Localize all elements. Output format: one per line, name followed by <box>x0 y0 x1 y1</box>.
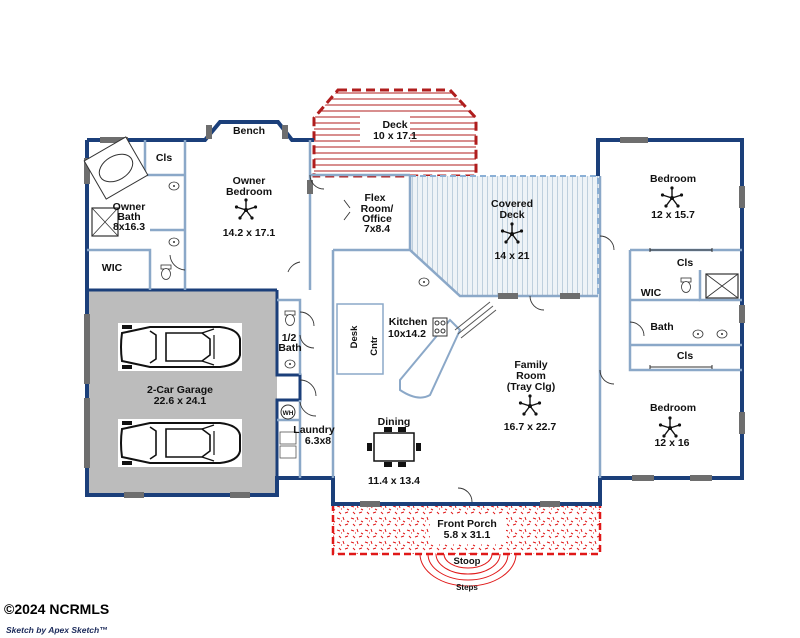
covered-deck-area <box>409 175 599 297</box>
kitchen-label: Kitchen <box>389 316 428 328</box>
sketch-credit: Sketch by Apex Sketch™ <box>6 625 108 635</box>
bench-label: Bench <box>233 125 265 137</box>
front-porch-dims: 5.8 x 31.1 <box>444 529 491 541</box>
toilet-icon <box>680 277 692 293</box>
copyright-text: ©2024 NCRMLS <box>4 601 110 617</box>
bedroom-ne-label: Bedroom <box>650 173 696 185</box>
toilet-icon <box>160 264 172 280</box>
owner-wic-label: WIC <box>102 262 123 274</box>
flex-room-dims: 7x8.4 <box>364 223 390 235</box>
covered-deck-dims: 14 x 21 <box>494 250 529 262</box>
family-room-label-3: (Tray Clg) <box>507 381 555 393</box>
dining-label: Dining <box>378 416 411 428</box>
dining-dims: 11.4 x 13.4 <box>368 475 420 487</box>
closet-label: Cls <box>677 350 694 362</box>
sink-icon <box>692 329 704 339</box>
flex-room-label-3: Office <box>362 213 392 225</box>
window-icon <box>84 125 745 507</box>
laundry-label: Laundry <box>293 424 335 436</box>
car-icon <box>117 322 243 372</box>
ceiling-fan-icon <box>660 185 684 209</box>
counter-label: Cntr <box>369 336 380 356</box>
owner-bath-label-2: Bath <box>117 211 140 223</box>
kitchen-dims: 10x14.2 <box>388 328 426 340</box>
deck-dims: 10 x 17.1 <box>373 130 417 142</box>
desk-label: Desk <box>349 325 360 348</box>
sink-icon <box>168 237 180 247</box>
ceiling-fan-icon <box>234 197 258 221</box>
laundry-dims: 6.3x8 <box>305 435 331 447</box>
flex-room-label: Flex <box>364 192 385 204</box>
family-room-dims: 16.7 x 22.7 <box>504 421 557 433</box>
interior-walls <box>87 140 742 478</box>
family-room-label-2: Room <box>516 370 546 382</box>
car-icon <box>117 418 243 468</box>
dryer-icon <box>279 445 297 459</box>
deck-label: Deck <box>382 119 407 131</box>
front-porch-label: Front Porch <box>437 518 497 530</box>
owner-bedroom-label-2: Bedroom <box>226 186 272 198</box>
stoop-steps <box>419 553 517 587</box>
water-heater-icon: WH <box>280 404 296 420</box>
garage-label: 2-Car Garage <box>147 384 213 396</box>
bedroom-se-label: Bedroom <box>650 402 696 414</box>
bath-east-label: Bath <box>650 321 673 333</box>
closet-label: Cls <box>677 257 694 269</box>
sink-icon <box>418 277 430 287</box>
toilet-icon <box>284 310 296 326</box>
flex-room-label-2: Room/ <box>361 203 394 215</box>
covered-deck-label: Covered <box>491 198 533 210</box>
owner-bath-label: Owner <box>113 201 146 213</box>
sink-icon <box>716 329 728 339</box>
hood-icon <box>454 301 497 339</box>
garage-dims: 22.6 x 24.1 <box>154 395 207 407</box>
bedroom-ne-dims: 12 x 15.7 <box>651 209 695 221</box>
half-bath-label-2: Bath <box>278 342 301 354</box>
half-bath-label: 1/2 <box>282 332 297 344</box>
ceiling-fan-icon <box>518 393 542 417</box>
range-icon <box>432 317 448 337</box>
stoop-label: Stoop <box>454 556 481 567</box>
steps-label: Steps <box>456 583 478 592</box>
tub-icon <box>83 136 149 200</box>
washer-icon <box>279 431 297 445</box>
svg-text:WH: WH <box>283 410 294 417</box>
sink-icon <box>284 359 296 369</box>
ceiling-fan-icon <box>658 415 682 439</box>
dining-table-icon <box>367 427 421 467</box>
shower-icon <box>91 207 739 299</box>
owner-bedroom-label: Owner <box>233 175 266 187</box>
door-icon <box>169 174 645 503</box>
family-room-label: Family <box>514 359 547 371</box>
covered-deck-label-2: Deck <box>499 209 524 221</box>
closet-rod <box>649 248 713 369</box>
closet-label: Cls <box>156 152 173 164</box>
deck-area <box>312 88 478 178</box>
bedroom-se-dims: 12 x 16 <box>654 437 689 449</box>
sink-icon <box>168 181 180 191</box>
owner-bath-dims: 8x16.3 <box>113 221 145 233</box>
front-porch-area <box>331 502 602 556</box>
wic-east-label: WIC <box>641 287 662 299</box>
owner-bedroom-dims: 14.2 x 17.1 <box>223 227 276 239</box>
